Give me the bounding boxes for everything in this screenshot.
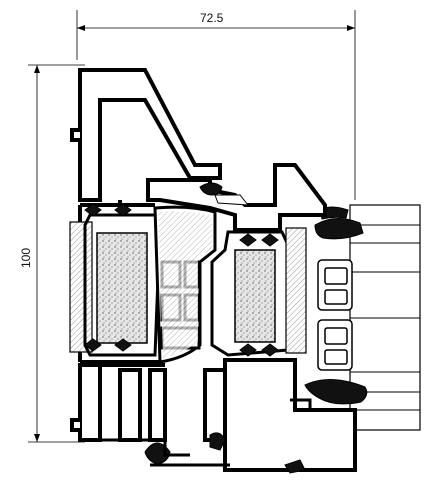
outer-insulation [69, 213, 162, 357]
frame-gaskets [84, 182, 306, 474]
sash-insulation [210, 227, 307, 357]
bottom-sill [100, 398, 312, 467]
width-dimension-label: 72.5 [200, 11, 224, 25]
thermal-break-fill [158, 211, 212, 358]
width-dimension: 72.5 [76, 10, 356, 200]
height-dimension: 100 [19, 64, 85, 443]
height-dimension-label: 100 [19, 248, 33, 268]
glass-spacer [317, 259, 353, 371]
